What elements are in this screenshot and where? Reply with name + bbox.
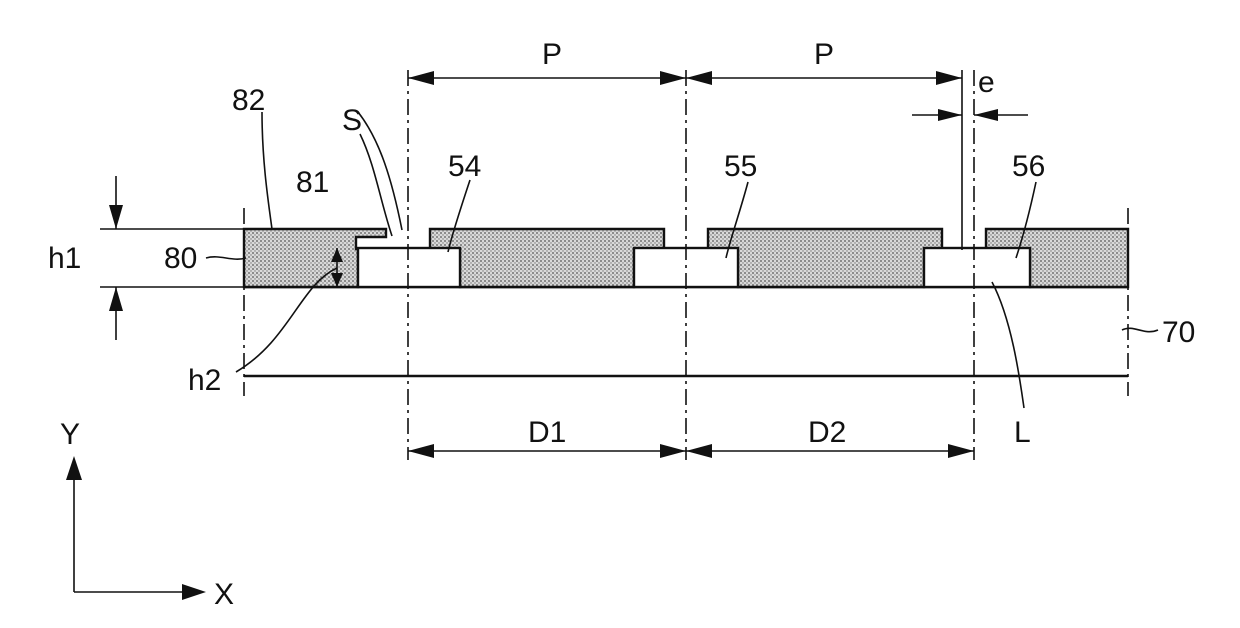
label-l: L (1014, 416, 1031, 449)
label-55: 55 (724, 150, 757, 183)
label-80: 80 (164, 242, 197, 275)
label-y-axis: Y (60, 418, 80, 451)
label-d1: D1 (528, 416, 566, 449)
coordinate-axes: Y X (60, 418, 234, 611)
dimension-e (912, 109, 1028, 121)
label-p-right: P (814, 38, 834, 71)
layer-80-segment-3 (708, 229, 942, 287)
label-s: S (342, 104, 362, 137)
label-54: 54 (448, 150, 481, 183)
dimension-p-right (686, 71, 962, 85)
dimension-p-left (408, 71, 686, 85)
label-x-axis: X (214, 578, 234, 611)
block-56 (924, 248, 1030, 287)
layer-80-segment-2 (430, 229, 664, 287)
label-70: 70 (1162, 316, 1195, 349)
block-54 (358, 248, 460, 287)
x-axis-arrow-icon (182, 584, 206, 600)
label-p-left: P (542, 38, 562, 71)
label-d2: D2 (808, 416, 846, 449)
y-axis-arrow-icon (66, 456, 82, 480)
label-81: 81 (296, 166, 329, 199)
label-e: e (978, 66, 995, 99)
label-h1: h1 (48, 242, 81, 275)
blocks (358, 248, 1030, 287)
label-82: 82 (232, 84, 265, 117)
label-56: 56 (1012, 150, 1045, 183)
label-h2: h2 (188, 364, 221, 397)
